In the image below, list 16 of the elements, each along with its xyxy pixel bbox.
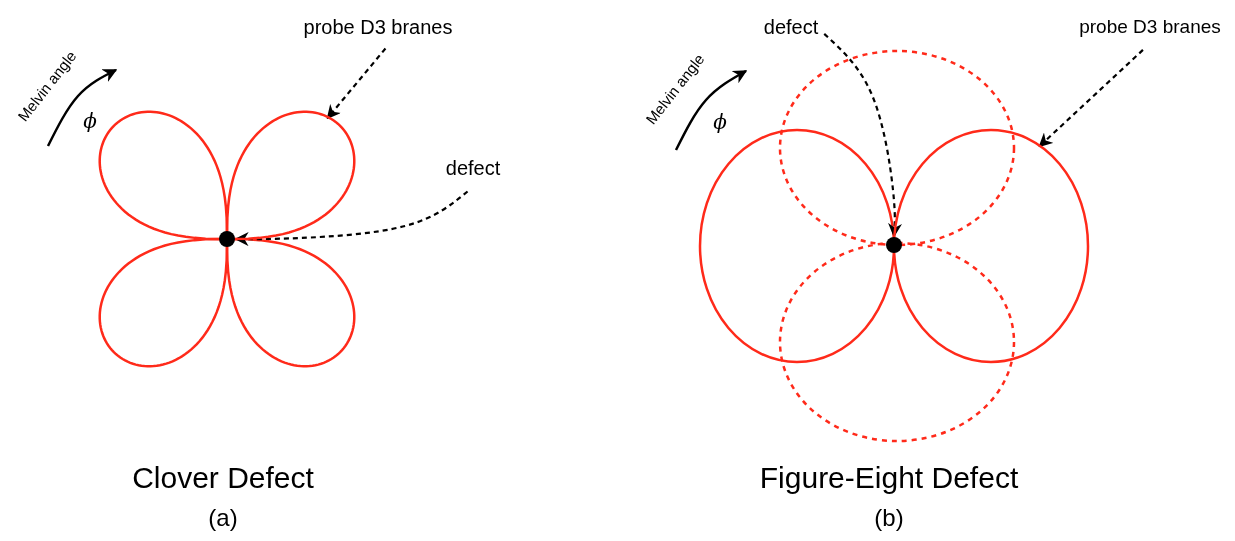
panel-letter: (a) [208,504,238,532]
defect-dot [886,237,902,253]
panel-letter: (b) [874,504,904,532]
callout-label: probe D3 branes [1079,16,1221,38]
lobe-loop [225,110,356,241]
angle-symbol: ϕ [83,109,97,133]
panel-title: Figure-Eight Defect [759,460,1019,496]
panel-title: Clover Defect [132,460,314,496]
callout-label: probe D3 branes [303,15,453,39]
callout-label: defect [763,15,819,39]
angle-symbol: ϕ [713,110,727,134]
callout-label: defect [445,156,501,180]
leader-arrow [326,47,387,120]
defect-dot [219,231,235,247]
solid-ellipse [892,128,1090,364]
leader-arrow [1038,49,1144,148]
